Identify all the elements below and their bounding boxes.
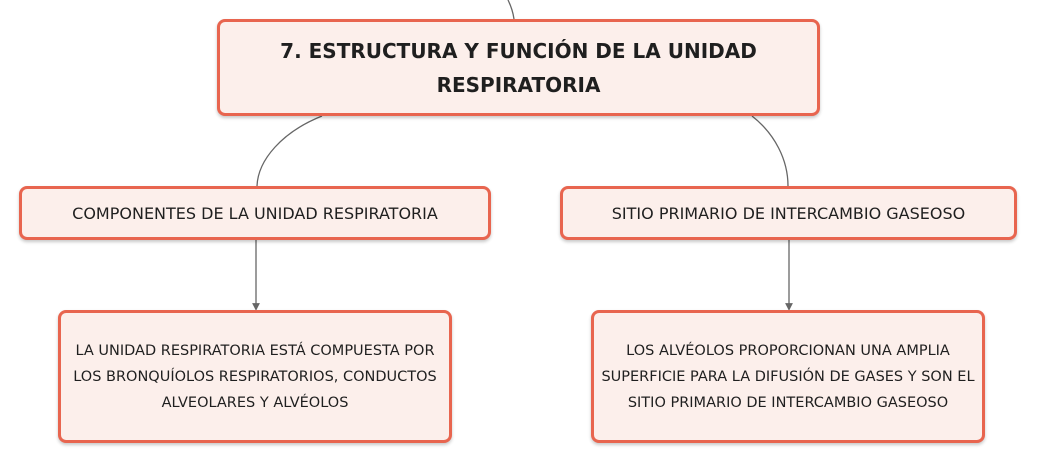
detail-node-componentes[interactable]: LA UNIDAD RESPIRATORIA ESTÁ COMPUESTA PO…: [58, 310, 452, 443]
connector-root-to-left: [256, 115, 323, 187]
root-topic-node[interactable]: 7. ESTRUCTURA Y FUNCIÓN DE LA UNIDAD RES…: [217, 19, 820, 116]
subtopic-node-sitio-primario[interactable]: SITIO PRIMARIO DE INTERCAMBIO GASEOSO: [560, 186, 1017, 240]
subtopic-label-componentes: COMPONENTES DE LA UNIDAD RESPIRATORIA: [72, 203, 438, 223]
connector-parent-to-root: [507, 0, 515, 20]
detail-label-sitio-primario: LOS ALVÉOLOS PROPORCIONAN UNA AMPLIA SUP…: [601, 342, 975, 411]
detail-label-componentes: LA UNIDAD RESPIRATORIA ESTÁ COMPUESTA PO…: [73, 342, 437, 411]
subtopic-node-componentes[interactable]: COMPONENTES DE LA UNIDAD RESPIRATORIA: [19, 186, 491, 240]
connector-root-to-right: [751, 115, 789, 187]
root-topic-label: 7. ESTRUCTURA Y FUNCIÓN DE LA UNIDAD RES…: [280, 38, 757, 97]
detail-node-sitio-primario[interactable]: LOS ALVÉOLOS PROPORCIONAN UNA AMPLIA SUP…: [591, 310, 985, 443]
subtopic-label-sitio-primario: SITIO PRIMARIO DE INTERCAMBIO GASEOSO: [611, 203, 966, 223]
